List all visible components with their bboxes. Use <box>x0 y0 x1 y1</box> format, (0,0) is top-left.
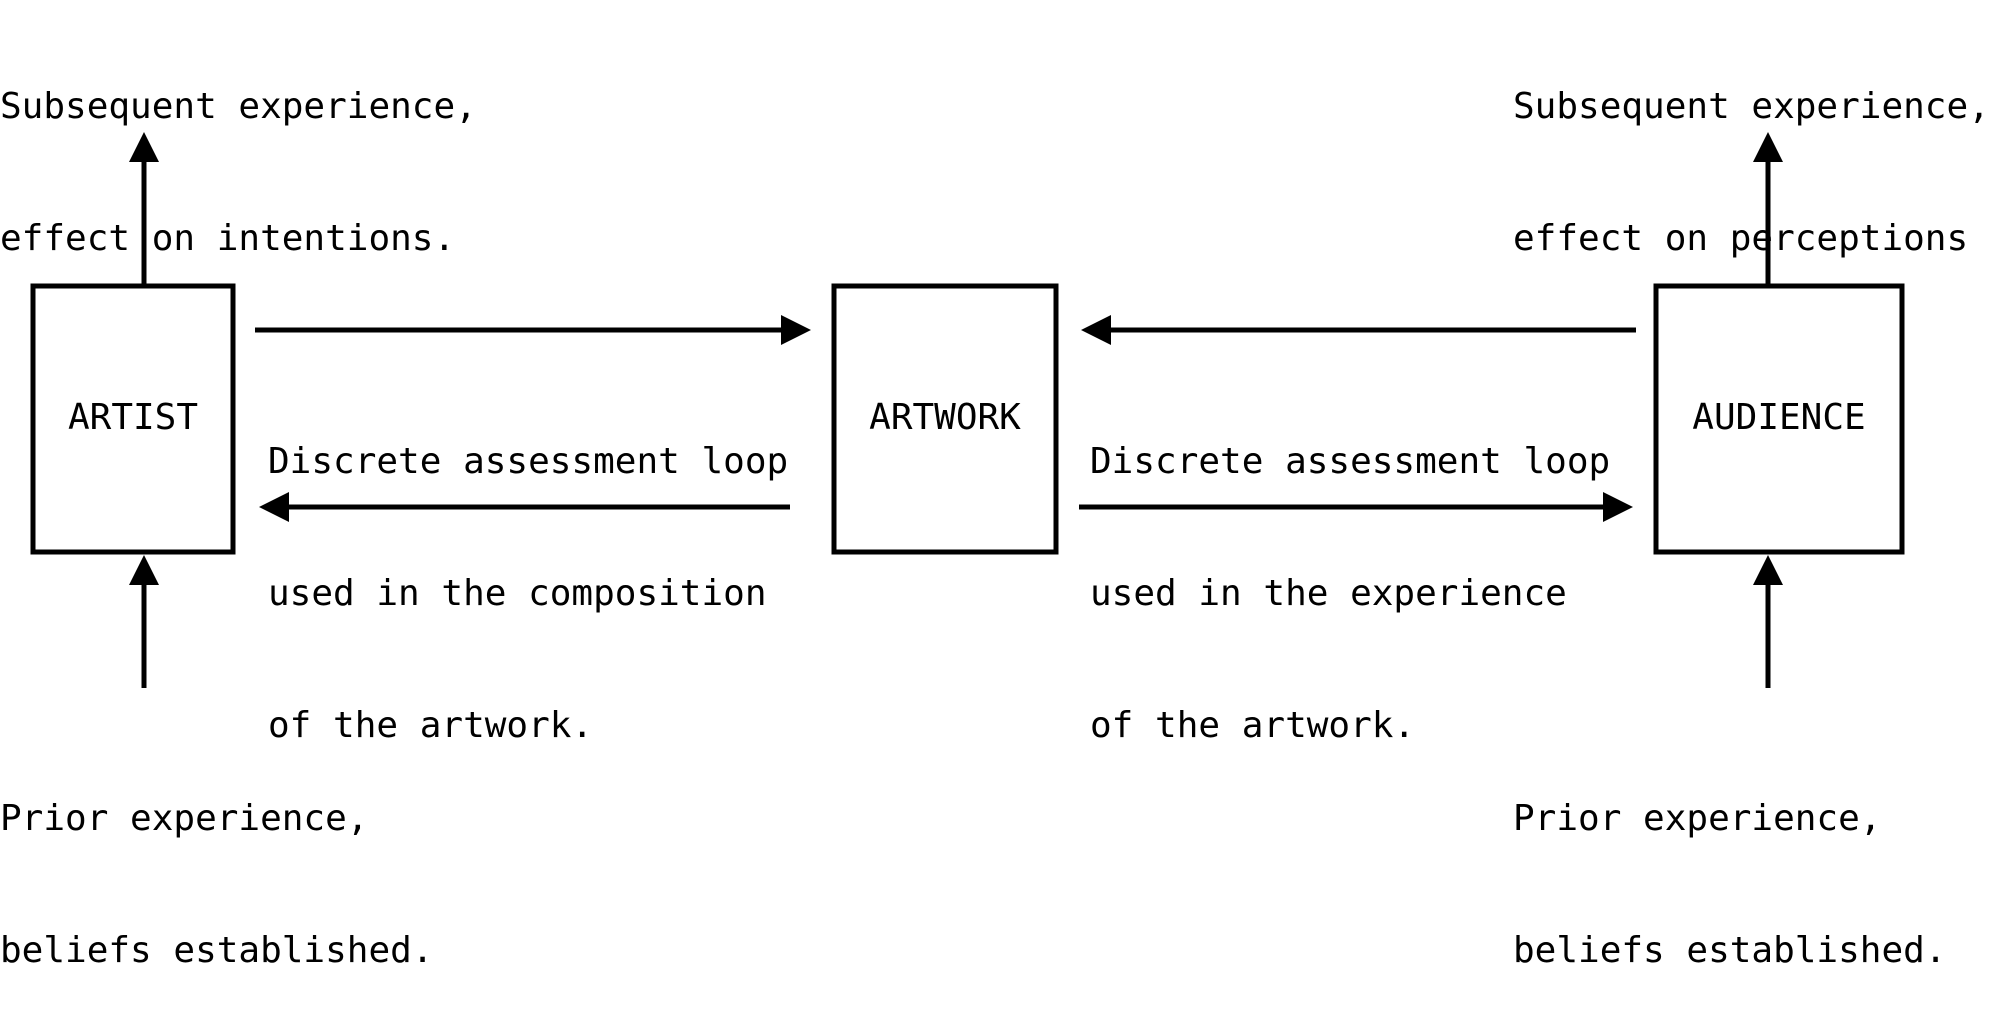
text-line: used in the composition <box>268 573 767 614</box>
text-line: Discrete assessment loop <box>1090 441 1611 482</box>
text-line: Prior experience, <box>1513 798 1882 839</box>
text-line: used in the experience <box>1090 573 1567 614</box>
artwork-box <box>831 283 1059 555</box>
audience-label: AUDIENCE <box>1692 397 1866 438</box>
audience-outcome-text: Subsequent experience, effect on percept… <box>1513 0 1990 305</box>
text-line: Subsequent experience, <box>0 86 477 127</box>
text-line: of the artwork. <box>1090 705 1416 746</box>
text-line: Subsequent experience, <box>1513 86 1990 127</box>
diagram-canvas <box>30 132 1905 688</box>
text-line: Prior experience, <box>0 798 369 839</box>
composition-loop-text: Discrete assessment loop used in the com… <box>268 352 788 792</box>
artist-outcome-text: Subsequent experience, effect on intenti… <box>0 0 477 305</box>
artist-label: ARTIST <box>67 397 199 438</box>
audience-box <box>1653 283 1905 555</box>
artist-box <box>30 283 236 555</box>
artwork-label: ARTWORK <box>869 397 1021 438</box>
experience-loop-text: Discrete assessment loop used in the exp… <box>1090 352 1610 792</box>
text-line: beliefs established. <box>1513 930 1947 971</box>
text-line: effect on intentions. <box>0 218 456 259</box>
text-line: Discrete assessment loop <box>268 441 789 482</box>
text-line: effect on perceptions <box>1513 218 1969 259</box>
text-line: beliefs established. <box>0 930 434 971</box>
text-line: of the artwork. <box>268 705 594 746</box>
